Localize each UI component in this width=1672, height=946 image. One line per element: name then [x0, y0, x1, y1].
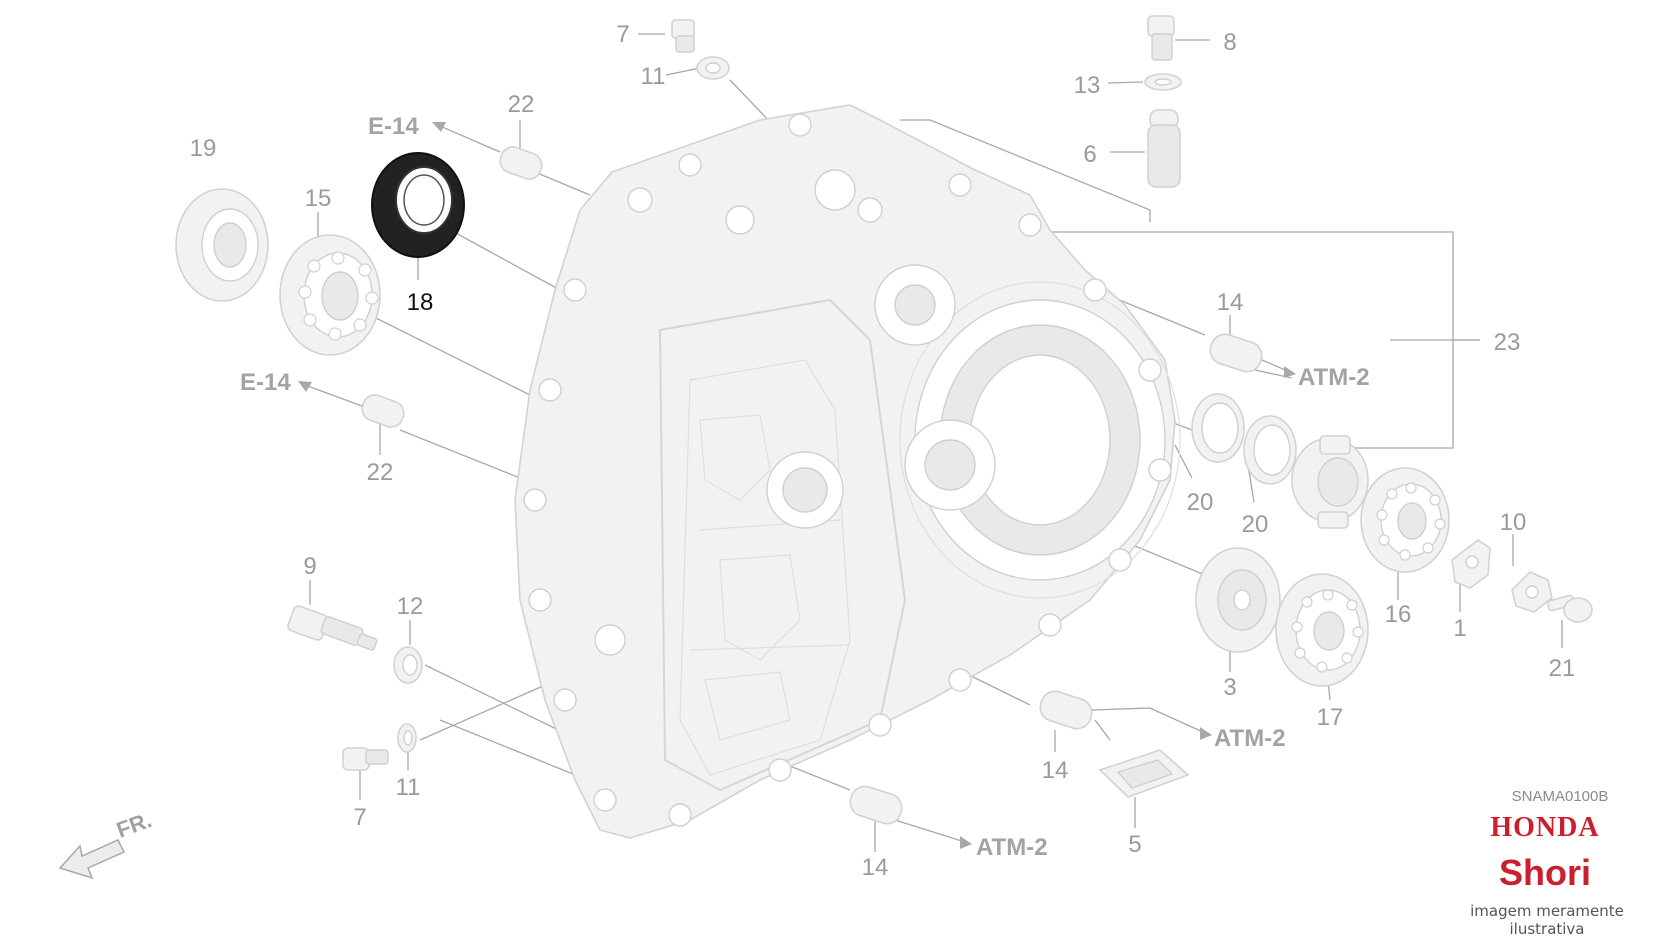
ref-atm2-mid: ATM-2 — [1214, 725, 1286, 752]
callout-10[interactable]: 10 — [1500, 509, 1527, 536]
callout-14-bottom[interactable]: 14 — [862, 854, 889, 881]
transmission-case — [514, 104, 1181, 839]
part-3-baffle-plate[interactable] — [1195, 547, 1281, 653]
reference-labels: E-14 E-14 ATM-2 ATM-2 ATM-2 — [240, 113, 1370, 861]
part-14-dowel-right[interactable] — [1207, 331, 1266, 376]
callout-12[interactable]: 12 — [397, 593, 424, 620]
callout-22-left[interactable]: 22 — [367, 459, 394, 486]
callout-22-top[interactable]: 22 — [508, 91, 535, 118]
part-20-shim-b[interactable] — [1243, 415, 1297, 485]
ref-e14-top: E-14 — [368, 113, 419, 140]
part-20-shim-a[interactable] — [1191, 393, 1245, 463]
callout-9[interactable]: 9 — [303, 553, 316, 580]
callout-17[interactable]: 17 — [1317, 704, 1344, 731]
part-6-valve[interactable] — [1147, 109, 1181, 188]
part-5-magnet-plate[interactable] — [1098, 749, 1190, 798]
part-9-bolt[interactable] — [287, 605, 378, 651]
part-21-bolt[interactable] — [1547, 594, 1593, 623]
callout-8[interactable]: 8 — [1223, 29, 1236, 56]
part-18-oil-seal[interactable] — [371, 152, 465, 258]
callout-7-top[interactable]: 7 — [616, 21, 629, 48]
callout-14-right[interactable]: 14 — [1217, 289, 1244, 316]
part-14-dowel-bottom[interactable] — [847, 783, 906, 828]
part-number-callouts: 7 11 22 19 15 18 22 8 13 6 14 23 20 20 1… — [190, 21, 1576, 881]
front-direction-arrow: FR. — [58, 807, 155, 880]
part-8-bolt[interactable] — [1147, 15, 1175, 61]
callout-20-a[interactable]: 20 — [1187, 489, 1214, 516]
callout-16[interactable]: 16 — [1385, 601, 1412, 628]
part-11-washer-top[interactable] — [696, 56, 730, 80]
diagram-code: SNAMA0100B — [1511, 788, 1609, 805]
ref-e14-left: E-14 — [240, 369, 291, 396]
part-7-drain-bolt-top[interactable] — [671, 19, 695, 53]
callout-5[interactable]: 5 — [1128, 831, 1141, 858]
callout-13[interactable]: 13 — [1074, 72, 1101, 99]
front-direction-label: FR. — [113, 807, 155, 843]
callout-6[interactable]: 6 — [1083, 141, 1096, 168]
disclaimer-text: imagem meramente ilustrativa — [1470, 902, 1624, 938]
part-15-ball-bearing[interactable] — [279, 234, 381, 356]
callout-3[interactable]: 3 — [1223, 674, 1236, 701]
part-10-lock-washer[interactable] — [1511, 571, 1553, 613]
part-11-washer-bottom[interactable] — [397, 723, 417, 753]
part-22-dowel-left[interactable] — [359, 392, 407, 431]
brand-logo-honda: HONDA — [1490, 812, 1600, 843]
part-16-ball-bearing[interactable] — [1360, 467, 1450, 573]
callout-21[interactable]: 21 — [1549, 655, 1576, 682]
callout-11-top[interactable]: 11 — [641, 63, 666, 90]
callout-19[interactable]: 19 — [190, 135, 217, 162]
part-17-ball-bearing[interactable] — [1275, 573, 1369, 687]
part-22-dowel-top[interactable] — [497, 144, 545, 183]
callout-7-bottom[interactable]: 7 — [353, 804, 366, 831]
part-12-washer[interactable] — [393, 646, 423, 684]
ref-atm2-bottom: ATM-2 — [976, 834, 1048, 861]
part-1-lock-plate[interactable] — [1451, 539, 1491, 589]
callout-23[interactable]: 23 — [1494, 329, 1521, 356]
callout-18[interactable]: 18 — [407, 289, 434, 316]
part-7-bolt-bottom[interactable] — [342, 747, 389, 771]
callout-20-b[interactable]: 20 — [1242, 511, 1269, 538]
part-13-washer[interactable] — [1144, 73, 1182, 91]
callout-14-mid[interactable]: 14 — [1042, 757, 1069, 784]
callout-15[interactable]: 15 — [305, 185, 332, 212]
dealer-name: Shori — [1498, 852, 1591, 893]
callout-1[interactable]: 1 — [1453, 615, 1466, 642]
part-19-bearing[interactable] — [175, 188, 269, 302]
part-14-dowel-mid[interactable] — [1037, 688, 1096, 733]
ref-atm2-right: ATM-2 — [1298, 364, 1370, 391]
part-23-oil-guide[interactable] — [1291, 435, 1369, 529]
callout-11-bottom[interactable]: 11 — [396, 774, 421, 801]
